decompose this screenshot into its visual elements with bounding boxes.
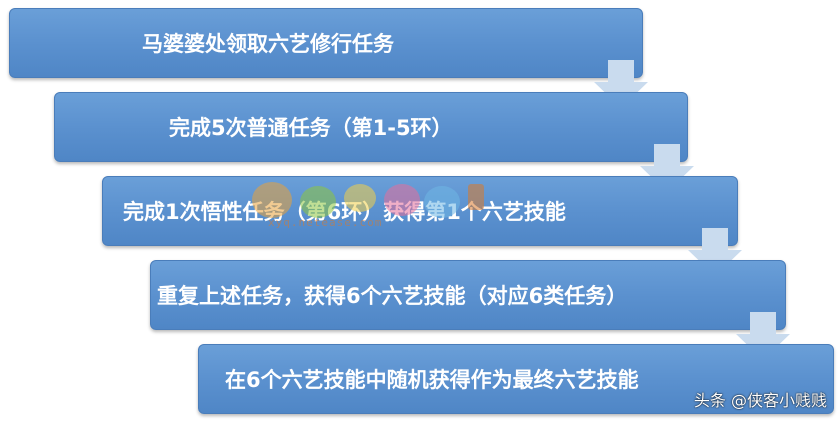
flow-step-2: 完成5次普通任务（第1-5环） xyxy=(54,92,688,162)
watermark-url: xyq.netease.com xyxy=(268,216,383,229)
down-arrow-icon xyxy=(736,312,790,360)
source-credit: 头条 @侠客小贱贱 xyxy=(693,391,827,410)
flow-step-5: 在6个六艺技能中随机获得作为最终六艺技能 xyxy=(198,344,834,414)
flow-step-1-text: 马婆婆处领取六艺修行任务 xyxy=(142,32,394,56)
down-arrow-icon xyxy=(688,228,742,276)
down-arrow-icon xyxy=(640,144,694,192)
flow-step-4-text: 重复上述任务，获得6个六艺技能（对应6类任务） xyxy=(157,284,628,308)
flow-step-2-text: 完成5次普通任务（第1-5环） xyxy=(169,116,453,140)
flow-step-3-text: 完成1次悟性任务（第6环）获得第1个六艺技能 xyxy=(123,200,566,224)
flow-step-4: 重复上述任务，获得6个六艺技能（对应6类任务） xyxy=(150,260,786,330)
flow-step-1: 马婆婆处领取六艺修行任务 xyxy=(9,8,643,78)
game-logo-watermark: xyq.netease.com xyxy=(232,172,492,236)
flow-step-5-text: 在6个六艺技能中随机获得作为最终六艺技能 xyxy=(225,368,639,392)
down-arrow-icon xyxy=(594,60,648,108)
flow-step-3: 完成1次悟性任务（第6环）获得第1个六艺技能 xyxy=(102,176,738,246)
